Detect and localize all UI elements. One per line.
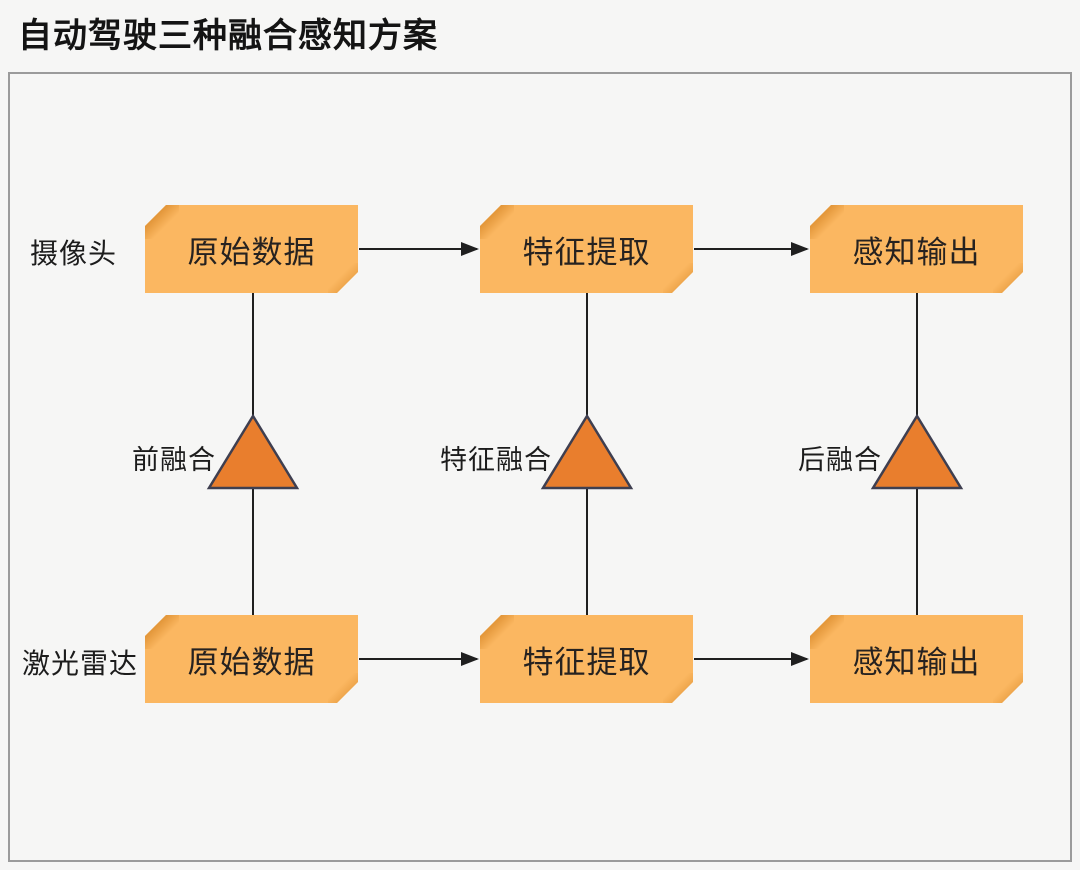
node-label: 原始数据 [187,644,316,680]
node-label: 感知输出 [852,234,981,270]
node-label: 特征提取 [522,234,651,270]
node-lidar-perception-output: 感知输出 [810,615,1023,703]
node-camera-raw-data: 原始数据 [145,205,358,293]
fusion-label-feature: 特征融合 [440,445,552,475]
row-label-camera: 摄像头 [30,238,118,269]
node-label: 感知输出 [852,644,981,680]
node-lidar-raw-data: 原始数据 [145,615,358,703]
fusion-label-late: 后融合 [798,445,882,475]
node-label: 特征提取 [522,644,651,680]
row-label-lidar: 激光雷达 [22,648,139,679]
node-camera-feature-extraction: 特征提取 [480,205,693,293]
node-label: 原始数据 [187,234,316,270]
diagram-title: 自动驾驶三种融合感知方案 [18,17,438,55]
node-camera-perception-output: 感知输出 [810,205,1023,293]
fusion-label-early: 前融合 [132,445,216,475]
node-lidar-feature-extraction: 特征提取 [480,615,693,703]
